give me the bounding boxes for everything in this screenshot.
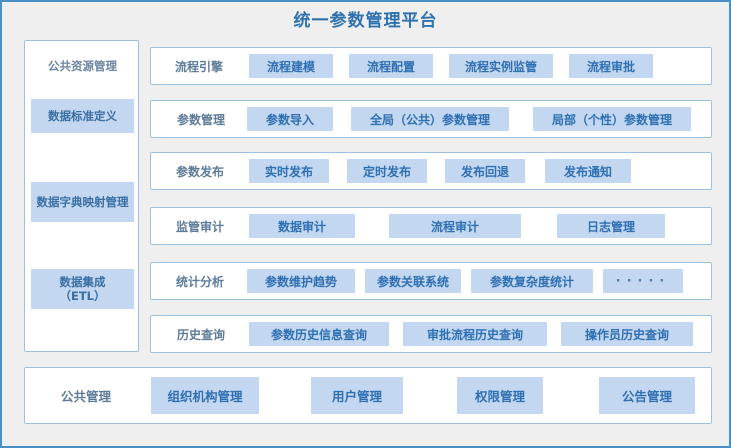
header: 统一参数管理平台 [2,2,729,35]
module-chip[interactable]: 数据审计 [249,214,355,238]
module-row-label: 历史查询 [176,327,225,342]
module-chip-ellipsis[interactable]: ····· [603,269,683,293]
module-chip[interactable]: 参数复杂度统计 [471,269,593,293]
sidebar-item-3[interactable]: 数据字典映射管理 [31,182,134,222]
module-chip[interactable]: 流程审批 [569,54,653,78]
module-chip[interactable]: 发布回退 [445,159,525,183]
common-management-chip[interactable]: 用户管理 [311,377,403,414]
module-chip[interactable]: 局部（个性）参数管理 [533,107,691,131]
module-row-2: 参数管理 参数导入全局（公共）参数管理局部（个性）参数管理 [150,100,712,138]
module-row-4: 监管审计 数据审计 流程审计 日志管理 [150,207,712,245]
sidebar-item-label: 数据字典映射管理 [36,195,129,209]
module-chip[interactable]: 流程审计 [389,214,521,238]
common-management-row: 公共管理 组织机构管理 用户管理 权限管理 公告管理 [24,367,712,424]
common-management-chip[interactable]: 公告管理 [599,377,695,414]
module-row-label: 监管审计 [175,219,224,234]
common-management-label: 公共管理 [60,389,111,404]
module-chip[interactable]: 全局（公共）参数管理 [351,107,509,131]
module-chip[interactable]: 日志管理 [557,214,665,238]
module-chip[interactable]: 流程建模 [249,54,333,78]
module-chip[interactable]: 操作员历史查询 [561,322,693,346]
module-chip[interactable]: 参数关联系统 [365,269,461,293]
module-row-label: 参数管理 [176,112,225,127]
module-chip[interactable]: 实时发布 [249,159,329,183]
module-chip[interactable]: 流程实例监管 [449,54,553,78]
module-row-label: 流程引擎 [174,59,223,74]
module-row-6: 历史查询 参数历史信息查询审批流程历史查询操作员历史查询 [150,315,712,353]
sidebar-item-4[interactable]: 数据集成（ETL） [31,269,134,309]
module-row-3: 参数发布 实时发布定时发布发布回退发布通知 [150,152,712,190]
module-chip[interactable]: 参数导入 [247,107,333,131]
module-row-label: 统计分析 [175,274,224,289]
module-chip[interactable]: 参数历史信息查询 [249,322,389,346]
module-chip[interactable]: 参数维护趋势 [247,269,355,293]
sidebar-item-label: 数据标准定义 [48,109,117,123]
module-row-5: 统计分析 参数维护趋势参数关联系统参数复杂度统计 ····· [150,262,712,300]
sidebar: 公共资源管理数据标准定义数据字典映射管理数据集成（ETL） [24,40,139,352]
module-chip[interactable]: 流程配置 [349,54,433,78]
sidebar-item-1[interactable]: 公共资源管理 [31,49,134,83]
module-chip[interactable]: 定时发布 [347,159,427,183]
common-management-chip[interactable]: 组织机构管理 [151,377,259,414]
module-chip[interactable]: 发布通知 [545,159,631,183]
module-row-1: 流程引擎 流程建模流程配置流程实例监管流程审批 [150,47,712,85]
module-chip[interactable]: 审批流程历史查询 [403,322,547,346]
common-management-chip[interactable]: 权限管理 [457,377,543,414]
page-title: 统一参数管理平台 [293,11,438,31]
sidebar-item-label: 数据集成（ETL） [59,275,106,303]
sidebar-item-label: 公共资源管理 [48,59,117,73]
module-row-label: 参数发布 [175,164,224,179]
sidebar-item-2[interactable]: 数据标准定义 [31,99,134,133]
